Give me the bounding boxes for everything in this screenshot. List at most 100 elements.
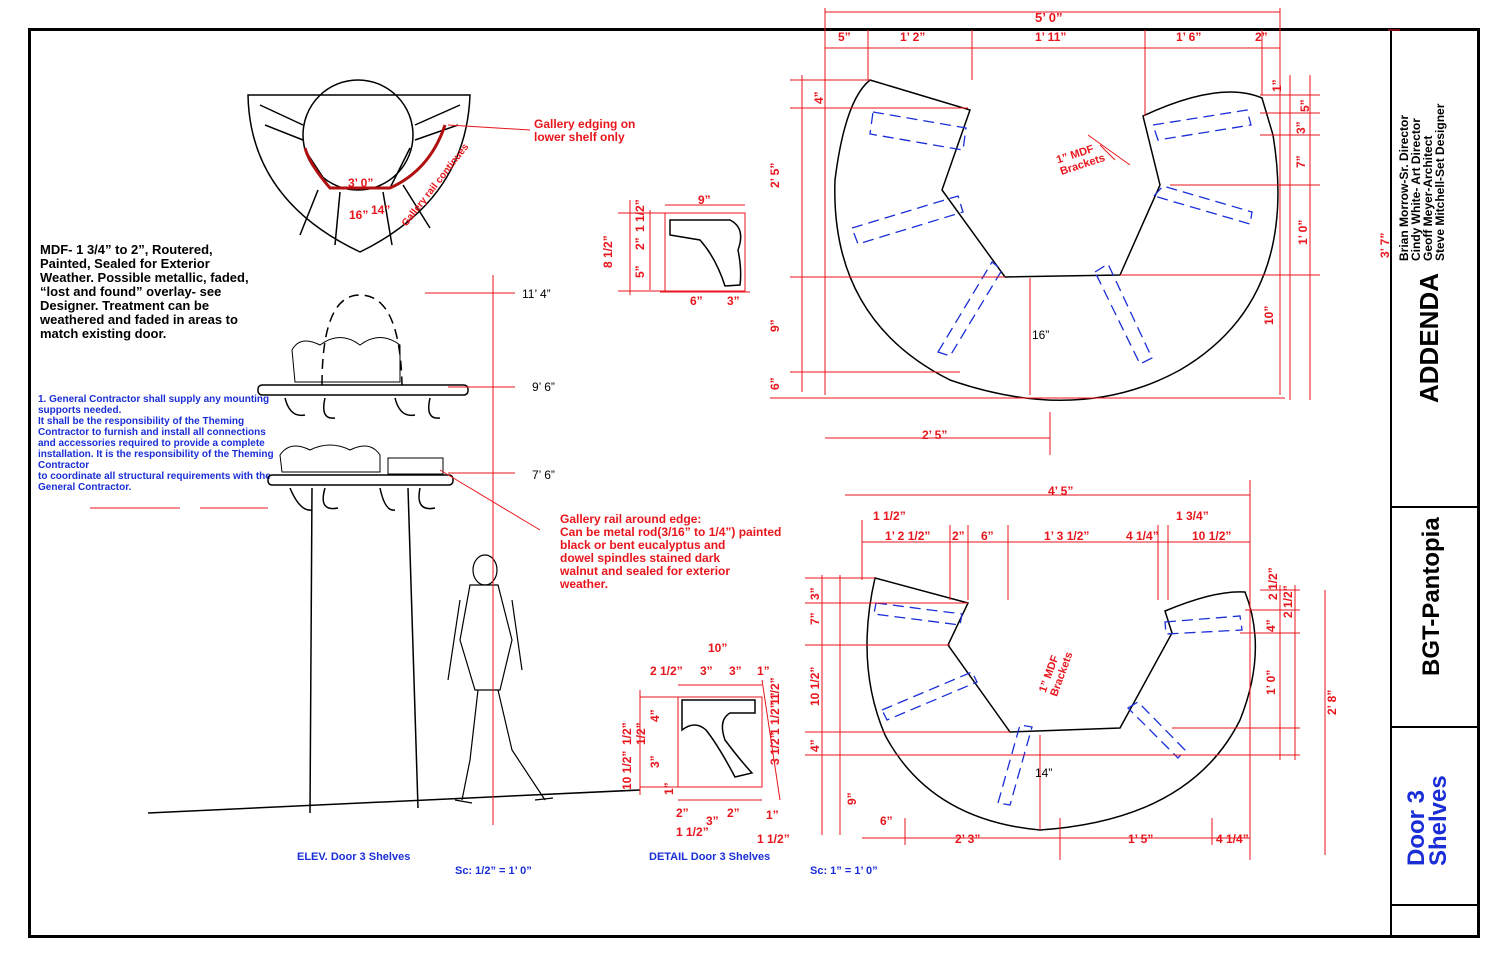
bottom-shelf-plan: [866, 577, 1257, 831]
top-shelf-dim: 3”: [1294, 121, 1308, 134]
title-block: Brian Morrow-Sr. Director Cindy White- A…: [1390, 31, 1480, 935]
title-block-drawing-cell: Door 3 Shelves: [1392, 726, 1480, 906]
elevation-scale: Sc: 1/2” = 1’ 0”: [455, 865, 532, 877]
detail-bottom-dim: 1/2”: [620, 722, 634, 745]
bottom-shelf-dim: 2 1/2”: [1281, 585, 1295, 618]
detail-bottom-dim: 3”: [648, 755, 662, 768]
title-block-credits-cell: Brian Morrow-Sr. Director Cindy White- A…: [1392, 31, 1480, 508]
detail-bottom-dim: 2”: [727, 806, 740, 820]
bottom-shelf-center-depth: 14”: [1035, 766, 1053, 780]
top-shelf-dim: 6”: [768, 377, 782, 390]
detail-bottom-dim: 2”: [676, 806, 689, 820]
bottom-shelf-brackets: [873, 602, 1243, 806]
detail-top-dim: 2”: [633, 237, 647, 250]
small-plan-view: [247, 79, 471, 253]
title-block-project-cell: BGT-Pantopia: [1392, 506, 1480, 728]
elevation-view: [147, 294, 641, 814]
bottom-shelf-dim: 7”: [808, 612, 822, 625]
bottom-shelf-dim: 4”: [808, 739, 822, 752]
gallery-edging-mark: [303, 124, 447, 190]
detail-bottom-dim: 4”: [648, 709, 662, 722]
bottom-shelf-total-depth: 2’ 8”: [1325, 689, 1339, 715]
bottom-shelf-dim: 1’ 5”: [1128, 832, 1154, 846]
detail-top-dim: 6”: [690, 294, 703, 308]
small-plan-dim: 3’ 0”: [348, 176, 374, 190]
top-shelf-center-depth: 16”: [1032, 328, 1050, 342]
dimension-lines: [90, 8, 1400, 860]
bottom-shelf-dim: 2’ 3”: [955, 832, 981, 846]
detail-bottom-dim: 1 1/2”: [676, 825, 709, 839]
bottom-shelf-dim: 4 1/4”: [1216, 832, 1249, 846]
elevation-height-dim: 9’ 6”: [532, 380, 555, 394]
top-shelf-dim: 2’ 5”: [768, 162, 782, 188]
elevation-height-dim: 11’ 4”: [522, 287, 551, 301]
top-shelf-overall-width: 5’ 0”: [1035, 10, 1063, 25]
bottom-shelf-dim: 10 1/2”: [1192, 529, 1232, 543]
drawing-sheet-border: [28, 28, 1480, 938]
detail-bottom-dim: 1/2”: [634, 722, 648, 745]
top-shelf-dim: 1’ 6”: [1176, 30, 1202, 44]
detail-top-dim: 3”: [727, 294, 740, 308]
gallery-edging-callout: Gallery edging on lower shelf only: [534, 117, 636, 144]
top-shelf-dim: 5”: [838, 30, 851, 44]
detail-bottom-dim: 1”: [757, 664, 770, 678]
detail-top-dim: 1 1/2”: [633, 199, 647, 232]
bottom-shelf-dim: 1 1/2”: [873, 509, 906, 523]
detail-top-dim: 9”: [698, 193, 711, 207]
top-shelf-dim: 1’ 0”: [1296, 219, 1310, 245]
bottom-shelf-dim: 4 1/4”: [1126, 529, 1159, 543]
detail-bottom-dim: 1 1/2”: [768, 702, 782, 735]
detail-bottom-dim: 1”: [768, 692, 782, 705]
detail-bottom-dim: 1”: [662, 782, 676, 795]
top-shelf-dim: 9”: [768, 319, 782, 332]
bottom-shelf-dim: 6”: [880, 814, 893, 828]
bottom-shelf-dim: 3”: [808, 587, 822, 600]
contractor-note: 1. General Contractor shall supply any m…: [38, 394, 274, 493]
bottom-shelf-dim: 9”: [845, 792, 859, 805]
top-shelf-dim: 2”: [1255, 30, 1268, 44]
bottom-shelf-dim: 2 1/2”: [1266, 567, 1280, 600]
top-shelf-dim: 4”: [812, 91, 826, 104]
detail-top-bracket: [664, 212, 746, 292]
bottom-shelf-dim: 4”: [1264, 619, 1278, 632]
bottom-shelf-dim: 10 1/2”: [808, 666, 822, 706]
bottom-shelf-dim: 1’ 3 1/2”: [1044, 529, 1090, 543]
bottom-shelf-dim: 2”: [952, 529, 965, 543]
detail-bottom-dim: 10 1/2”: [620, 750, 634, 790]
small-plan-dim: 14”: [371, 203, 391, 217]
gallery-rail-edge-callout: Gallery rail around edge: Can be metal r…: [560, 512, 782, 591]
top-shelf-dim: 2’ 5”: [922, 428, 948, 442]
bottom-shelf-overall-width: 4’ 5”: [1048, 484, 1074, 498]
detail-bottom-dim: 3”: [706, 814, 719, 828]
detail-top-dim: 5”: [633, 265, 647, 278]
bottom-shelf-dim: 1 3/4”: [1176, 509, 1209, 523]
detail-bottom-dim: 3”: [729, 664, 742, 678]
detail-scale: Sc: 1” = 1’ 0”: [810, 865, 878, 877]
detail-bottom-bracket: [677, 696, 763, 788]
bottom-shelf-dim: 6”: [981, 529, 994, 543]
detail-bottom-dim: 10”: [708, 641, 728, 655]
bottom-shelf-dim: 1’ 0”: [1264, 669, 1278, 695]
detail-top-dim: 8 1/2”: [601, 235, 615, 268]
detail-bottom-dim: 2 1/2”: [650, 664, 683, 678]
top-shelf-brackets: [851, 109, 1253, 365]
top-shelf-dim: 5”: [1298, 99, 1312, 112]
top-shelf-total-depth: 3’ 7”: [1378, 232, 1392, 258]
detail-bottom-dim: 1”: [766, 808, 779, 822]
detail-bottom-dim: 1 1/2”: [757, 832, 790, 846]
top-shelf-dim: 7”: [1294, 155, 1308, 168]
top-shelf-dim: 10”: [1262, 305, 1276, 325]
small-plan-dim: 16”: [349, 208, 369, 222]
detail-bottom-dim: 3”: [700, 664, 713, 678]
gallery-edging-leader: [447, 124, 531, 131]
elevation-caption: ELEV. Door 3 Shelves: [297, 851, 411, 863]
detail-bottom-dim: 3 1/2”: [768, 732, 782, 765]
top-shelf-dim: 1”: [1270, 79, 1284, 92]
top-shelf-dim: 1’ 2”: [900, 30, 926, 44]
elevation-height-dim: 7’ 6”: [532, 468, 555, 482]
bottom-shelf-dim: 1’ 2 1/2”: [885, 529, 931, 543]
top-shelf-dim: 1’ 11”: [1035, 30, 1067, 44]
detail-caption: DETAIL Door 3 Shelves: [649, 851, 771, 863]
human-scale-figure: [447, 554, 554, 804]
